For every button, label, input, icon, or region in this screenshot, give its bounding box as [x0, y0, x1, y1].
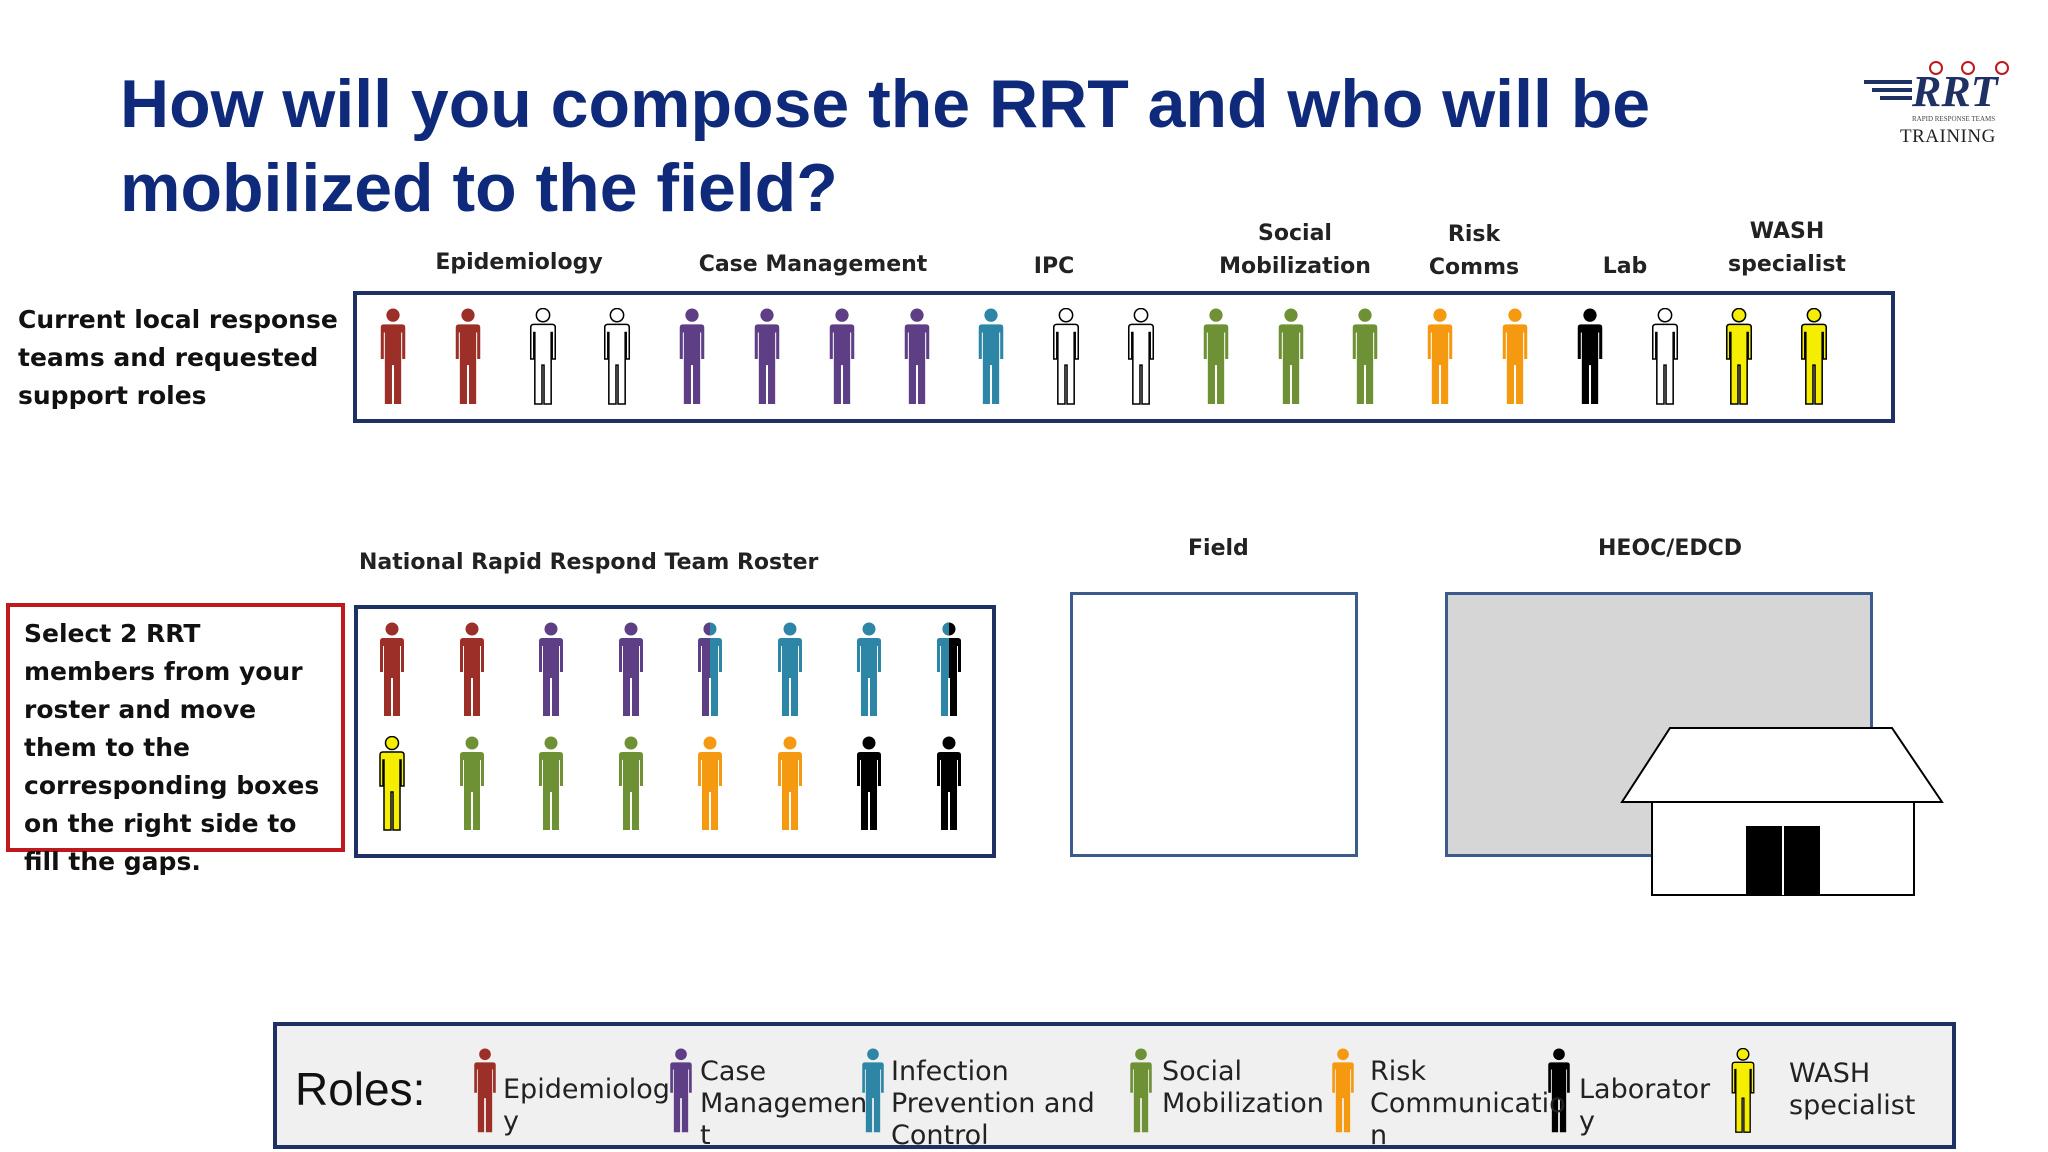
roster-box [354, 605, 996, 858]
heoc-label: HEOC/EDCD [1598, 536, 1743, 561]
role-label-risk-communication: Risk Communicatio n [1370, 1056, 1566, 1151]
role-icon-4 [1130, 1048, 1152, 1133]
roster-member-7[interactable] [847, 622, 891, 718]
roster-member-10[interactable] [450, 736, 494, 832]
roster-member-8[interactable] [927, 622, 971, 718]
role-icon-2 [670, 1048, 692, 1133]
instruction-box: Select 2 RRT members from your roster an… [6, 603, 345, 876]
roster-label: National Rapid Respond Team Roster [359, 550, 819, 575]
roster-member-3[interactable] [529, 622, 573, 718]
current-member-10 [1053, 308, 1080, 405]
roster-member-9[interactable] [370, 736, 414, 832]
rrt-logo: RRT [1864, 61, 2009, 116]
role-icon-5 [1332, 1048, 1354, 1133]
current-member-7 [829, 308, 855, 404]
current-member-2 [455, 308, 481, 404]
current-member-18 [1651, 308, 1678, 405]
roster-member-4[interactable] [609, 622, 653, 718]
role-label-social-mobilization: Social Mobilization [1162, 1056, 1324, 1119]
role-icon-3 [862, 1048, 884, 1133]
roster-member-5[interactable] [688, 622, 732, 718]
current-member-9 [979, 308, 1004, 404]
role-icon-1 [474, 1048, 496, 1133]
field-label: Field [1188, 536, 1249, 561]
category-label-risk-comms: Risk Comms [1428, 222, 1520, 280]
role-label-wash: WASH specialist [1789, 1058, 1916, 1121]
page-title: How will you compose the RRT and who wil… [120, 66, 1651, 226]
current-team-label: Current local response teams and request… [18, 305, 338, 410]
roster-member-13[interactable] [688, 736, 732, 832]
roster-member-11[interactable] [529, 736, 573, 832]
role-label-epidemiology: Epidemiolog y [503, 1074, 670, 1137]
instruction-text: Select 2 RRT members from your roster an… [24, 619, 320, 876]
roster-member-12[interactable] [609, 736, 653, 832]
svg-text:RRT: RRT [1911, 67, 2000, 116]
roles-legend: Roles: Epidemiolog y Case Managemen t In… [273, 1022, 1956, 1151]
category-label-lab: Lab [1602, 254, 1648, 279]
building-icon [1620, 727, 1944, 896]
current-member-1 [380, 308, 406, 404]
category-label-social-mobilization: Social Mobilization [1219, 221, 1371, 279]
current-member-12 [1203, 308, 1229, 404]
roster-member-6[interactable] [768, 622, 812, 718]
role-label-case-management: Case Managemen t [700, 1056, 868, 1151]
current-member-11 [1127, 308, 1155, 405]
roster-member-2[interactable] [450, 622, 494, 718]
role-icon-6 [1548, 1048, 1570, 1133]
category-label-ipc: IPC [1033, 254, 1075, 279]
current-member-15 [1427, 308, 1453, 404]
role-label-laboratory: Laborator y [1579, 1074, 1711, 1137]
roster-member-14[interactable] [768, 736, 812, 832]
current-member-6 [754, 308, 780, 404]
roster-member-15[interactable] [847, 736, 891, 832]
roster-member-1[interactable] [370, 622, 414, 718]
current-member-5 [679, 308, 705, 404]
roster-member-16[interactable] [927, 736, 971, 832]
roles-title: Roles: [295, 1063, 426, 1115]
current-member-16 [1502, 308, 1528, 404]
role-icon-7 [1731, 1048, 1755, 1133]
current-member-19 [1726, 308, 1753, 405]
role-label-ipc: Infection Prevention and Control [891, 1056, 1095, 1151]
current-member-13 [1278, 308, 1303, 404]
current-member-14 [1353, 308, 1378, 404]
category-label-epidemiology: Epidemiology [435, 250, 603, 275]
current-member-3 [529, 308, 556, 405]
current-member-17 [1577, 308, 1603, 404]
current-member-8 [904, 308, 929, 404]
current-member-4 [604, 308, 631, 405]
current-member-20 [1801, 308, 1828, 405]
logo-training-text: TRAINING [1900, 126, 1996, 147]
category-label-case-management: Case Management [698, 252, 928, 277]
category-label-wash: WASH specialist [1728, 219, 1846, 277]
current-team-box [353, 291, 1895, 423]
logo-small-text: RAPID RESPONSE TEAMS [1912, 115, 1996, 123]
field-drop-zone[interactable] [1070, 592, 1358, 857]
